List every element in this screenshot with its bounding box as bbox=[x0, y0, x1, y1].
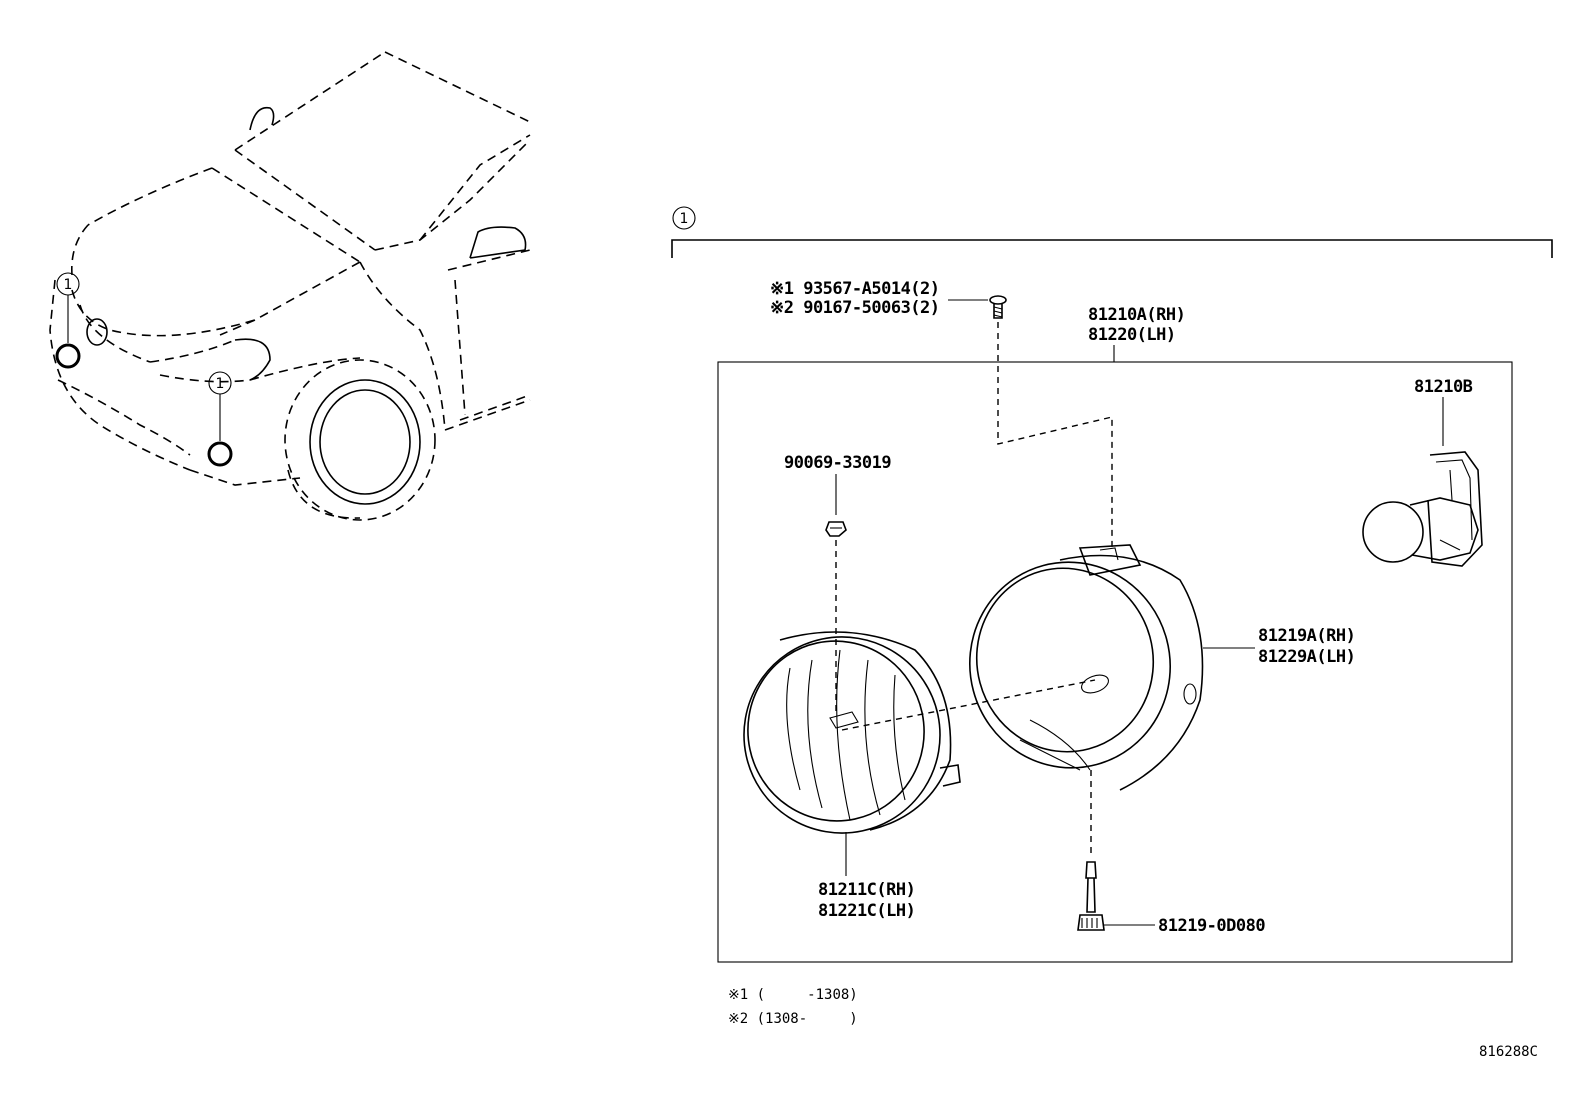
callout-marker-left: 1 bbox=[64, 277, 73, 293]
housing-label-1: 81219A(RH) bbox=[1258, 626, 1355, 646]
group-callout-circle bbox=[672, 206, 696, 230]
nut-part bbox=[825, 521, 847, 537]
figure-number: 816288C bbox=[1479, 1044, 1538, 1060]
footnote-1: ※1 ( -1308) bbox=[728, 987, 858, 1003]
fog-lamp-unit-label-2: 81220(LH) bbox=[1088, 325, 1176, 345]
footnote-2: ※2 (1308- ) bbox=[728, 1011, 858, 1027]
lens-label-1: 81211C(RH) bbox=[818, 880, 915, 900]
assembly-box bbox=[717, 361, 1513, 963]
screw-label-2: ※2 90167-50063(2) bbox=[770, 298, 940, 318]
bulb-label: 81210B bbox=[1414, 377, 1473, 397]
aim-screw-label: 81219-0D080 bbox=[1158, 916, 1265, 936]
housing-label-2: 81229A(LH) bbox=[1258, 647, 1355, 667]
lens-label-2: 81221C(LH) bbox=[818, 901, 915, 921]
screw-part bbox=[989, 295, 1007, 319]
exploded-view: 1 ※1 93567-A5014(2) ※2 90167-50063(2) 81… bbox=[671, 206, 1553, 963]
bulb-part bbox=[1362, 451, 1483, 567]
callout-marker-right: 1 bbox=[216, 376, 225, 392]
aim-screw-part bbox=[1077, 861, 1105, 931]
lens-part bbox=[743, 631, 961, 834]
assembly-bracket bbox=[671, 239, 1553, 258]
vehicle-location-illustration: 1 1 bbox=[49, 51, 531, 521]
group-callout-number: 1 bbox=[680, 211, 689, 227]
housing-part bbox=[968, 544, 1204, 791]
screw-label-1: ※1 93567-A5014(2) bbox=[770, 279, 940, 299]
nut-label: 90069-33019 bbox=[784, 453, 891, 473]
fog-lamp-unit-label-1: 81210A(RH) bbox=[1088, 305, 1185, 325]
